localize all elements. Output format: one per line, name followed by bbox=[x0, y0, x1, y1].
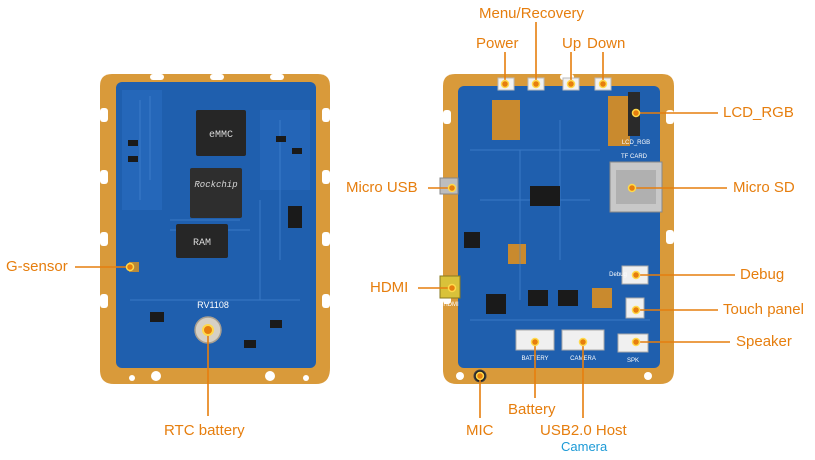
micro-usb-label: Micro USB bbox=[346, 179, 418, 196]
power-marker bbox=[500, 79, 510, 89]
board-name: RV1108 bbox=[197, 300, 229, 310]
tf-card-silk: TF CARD bbox=[621, 154, 648, 160]
rtc-battery-label: RTC battery bbox=[164, 422, 245, 439]
lcd-marker bbox=[631, 108, 641, 118]
mic-marker bbox=[475, 371, 485, 381]
power-label: Power bbox=[476, 35, 519, 52]
camera-sublabel: Camera bbox=[561, 439, 608, 454]
left-board: eMMC Rockchip RAM RV1108 bbox=[100, 74, 330, 384]
g-sensor-marker bbox=[125, 262, 135, 272]
left-board-notches bbox=[100, 74, 330, 308]
callout-markers bbox=[125, 79, 641, 381]
debug-silk: Debug bbox=[609, 272, 627, 278]
speaker-marker bbox=[631, 337, 641, 347]
right-board: LCD_RGB TF CARD HDMI Debug BATTERY CAMER… bbox=[439, 74, 674, 384]
micro-sd-label: Micro SD bbox=[733, 179, 795, 196]
debug-label: Debug bbox=[740, 266, 785, 283]
touch-marker bbox=[631, 305, 641, 315]
left-board-holes bbox=[129, 371, 309, 381]
g-sensor-label: G-sensor bbox=[6, 258, 68, 275]
hdmi-label: HDMI bbox=[370, 279, 409, 296]
right-board-holes bbox=[456, 372, 652, 380]
ram-chip bbox=[176, 224, 228, 258]
soc-label: Rockchip bbox=[194, 180, 237, 190]
debug-marker bbox=[631, 270, 641, 280]
mic-label: MIC bbox=[466, 422, 494, 439]
battery-marker bbox=[530, 337, 540, 347]
emmc-label: eMMC bbox=[209, 130, 233, 141]
menu-marker bbox=[531, 79, 541, 89]
emmc-chip bbox=[196, 110, 246, 156]
hdmi-silk: HDMI bbox=[443, 302, 459, 308]
left-board-components bbox=[128, 136, 302, 348]
micro-sd-marker bbox=[627, 183, 637, 193]
ram-label: RAM bbox=[193, 238, 211, 249]
down-marker bbox=[598, 79, 608, 89]
up-label: Up bbox=[562, 35, 582, 52]
down-label: Down bbox=[587, 35, 626, 52]
callout-lines bbox=[75, 22, 735, 418]
micro-usb-marker bbox=[447, 183, 457, 193]
right-board-copper bbox=[492, 96, 630, 308]
soc-chip bbox=[190, 168, 242, 218]
hdmi-marker bbox=[447, 283, 457, 293]
touch-panel-label: Touch panel bbox=[723, 301, 804, 318]
usb-host-label: USB2.0 Host bbox=[540, 422, 627, 439]
lcd-rgb-silk: LCD_RGB bbox=[622, 140, 650, 146]
rtc-marker bbox=[202, 324, 214, 336]
right-board-ics bbox=[464, 186, 578, 314]
speaker-label: Speaker bbox=[736, 333, 792, 350]
menu-recovery-label: Menu/Recovery bbox=[479, 5, 585, 22]
spk-silk: SPK bbox=[627, 358, 639, 364]
battery-label: Battery bbox=[508, 401, 556, 418]
usb-host-marker bbox=[578, 337, 588, 347]
up-marker bbox=[566, 79, 576, 89]
lcd-rgb-label: LCD_RGB bbox=[723, 104, 794, 121]
